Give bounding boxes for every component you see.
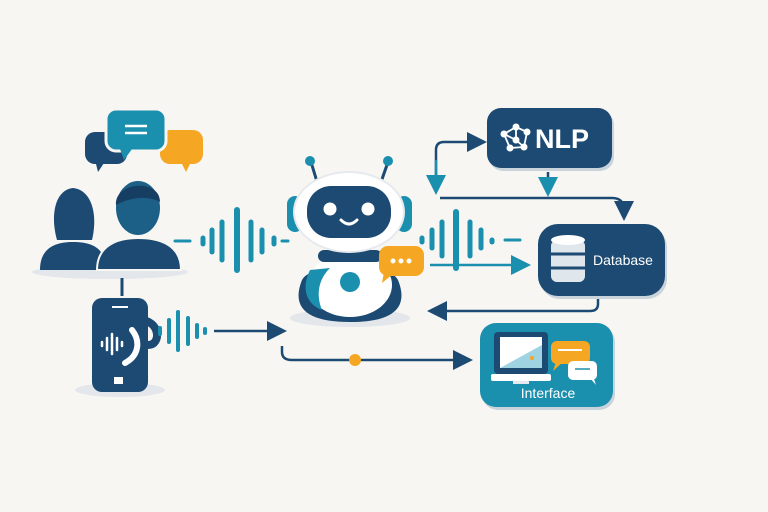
nlp-label: NLP xyxy=(535,124,589,154)
flow-node-dot xyxy=(349,354,361,366)
network-icon xyxy=(500,123,531,152)
robot-icon xyxy=(287,156,424,327)
arrow-to-database xyxy=(440,196,634,221)
chat-bubbles-icon xyxy=(85,107,203,172)
database-label: Database xyxy=(593,252,653,268)
arrow-database-to-robot xyxy=(427,296,600,321)
nlp-node: NLP xyxy=(487,108,614,171)
monitor-icon xyxy=(491,332,551,384)
sound-wave-icon xyxy=(158,310,207,352)
database-node: Database xyxy=(538,224,667,299)
interface-node: Interface xyxy=(480,323,615,410)
chat-bubbles-icon xyxy=(551,341,597,385)
sound-wave-icon xyxy=(173,207,290,273)
interface-label: Interface xyxy=(521,385,576,401)
arrow-to-interface xyxy=(280,346,473,370)
arrow-to-nlp xyxy=(434,132,487,192)
sound-wave-icon xyxy=(419,209,522,271)
phone-voice-icon xyxy=(75,298,165,397)
database-icon xyxy=(551,235,585,282)
flow-arrows xyxy=(214,132,634,370)
users-icon xyxy=(32,181,188,279)
